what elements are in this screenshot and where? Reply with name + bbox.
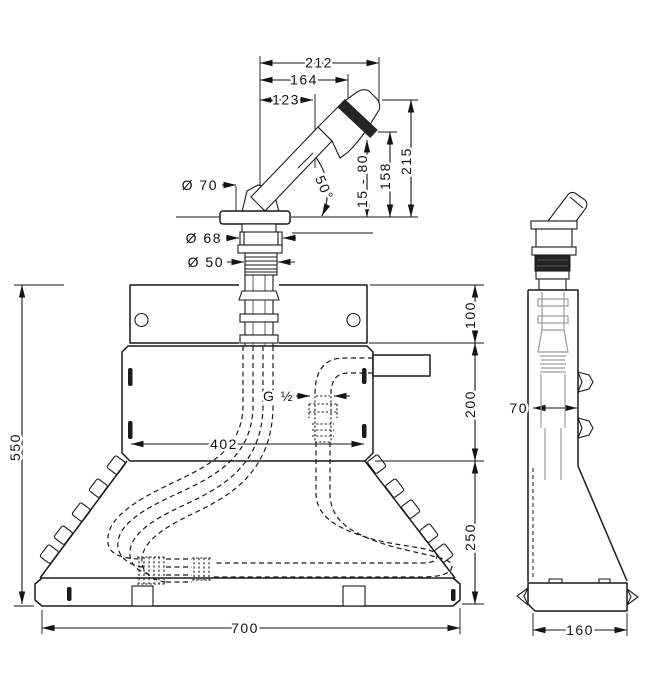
dim-dia-68: Ø 68 xyxy=(186,230,222,246)
escutcheon-70 xyxy=(219,210,291,225)
panel-slot xyxy=(128,421,133,439)
dim-402: 402 xyxy=(210,436,238,452)
clips-right xyxy=(367,454,454,563)
holder-flange-top xyxy=(530,220,578,230)
dim-212: 212 xyxy=(305,55,333,71)
rubber-band xyxy=(534,254,571,272)
hose-coupling xyxy=(137,556,166,585)
screw-hole-left xyxy=(134,312,149,328)
base-foot xyxy=(342,585,366,607)
dim-550: 550 xyxy=(7,433,23,461)
body-flare xyxy=(39,454,456,579)
side-view xyxy=(516,191,639,612)
dim-160: 160 xyxy=(566,622,594,638)
hand-shower xyxy=(250,89,381,212)
dim-100: 100 xyxy=(462,301,478,329)
ring xyxy=(535,270,570,280)
base-clip-right xyxy=(626,588,639,606)
shower-head xyxy=(317,89,381,159)
dim-dia-70: Ø 70 xyxy=(182,177,218,193)
dim-164: 164 xyxy=(290,72,318,88)
neck xyxy=(538,278,567,291)
dim-70: 70 xyxy=(509,400,528,416)
panel-slot xyxy=(362,368,367,384)
internal-mechanism xyxy=(537,292,569,480)
hose-connector xyxy=(192,557,212,581)
dim-158: 158 xyxy=(377,162,393,190)
riser-column xyxy=(238,275,280,346)
column-right-edge xyxy=(528,289,628,582)
side-base xyxy=(527,582,628,612)
ring xyxy=(237,244,283,254)
screw-hole-right xyxy=(346,312,361,328)
dim-123: 123 xyxy=(272,92,300,108)
handle xyxy=(250,126,333,212)
dim-215: 215 xyxy=(398,147,414,175)
dim-200: 200 xyxy=(462,390,478,418)
flexible-hoses xyxy=(107,346,453,585)
extension-lines xyxy=(14,56,628,636)
dim-15-80: 15 - 80 xyxy=(354,154,370,208)
dim-700: 700 xyxy=(231,620,259,636)
base-bar xyxy=(34,577,461,607)
outlet-spout xyxy=(372,354,431,377)
dim-g-half: G ½ xyxy=(263,388,294,404)
spray-face xyxy=(337,98,378,139)
side-clip xyxy=(577,371,594,393)
side-clip xyxy=(577,417,594,439)
dim-angle-50: 50° xyxy=(312,173,337,203)
panel-slot xyxy=(128,368,133,386)
front-view xyxy=(34,89,461,607)
base-foot xyxy=(131,585,154,607)
clips-left xyxy=(39,455,126,564)
flange-68 xyxy=(239,231,283,246)
holder-flange-bottom xyxy=(531,246,577,256)
base-clip-left xyxy=(516,587,529,606)
dimension-lines xyxy=(18,59,627,634)
g-half-connector xyxy=(308,357,373,443)
holder-body xyxy=(535,228,573,250)
dim-250: 250 xyxy=(462,523,478,551)
dim-dia-50: Ø 50 xyxy=(188,254,224,270)
panel-slot xyxy=(362,424,367,438)
handle-seam xyxy=(297,152,314,169)
